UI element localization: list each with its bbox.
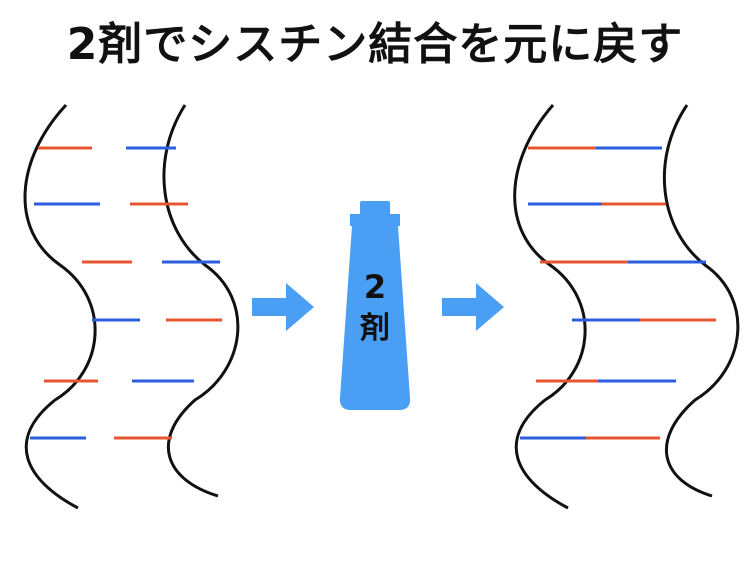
right-strand-outer — [513, 104, 587, 510]
left-strand-inner — [162, 104, 240, 498]
agent-tube: 2 剤 — [339, 201, 411, 410]
tube-label-line1: 2 — [364, 268, 386, 306]
broken-bond-strands — [23, 103, 240, 510]
arrow-to-result — [442, 283, 504, 331]
page-title: 2剤でシスチン結合を元に戻す — [66, 19, 684, 70]
left-bond-group — [30, 146, 222, 440]
right-strand-inner — [662, 104, 740, 498]
tube-label-line2: 剤 — [359, 311, 390, 346]
arrow-to-agent — [252, 283, 314, 331]
left-strand-outer — [23, 103, 97, 510]
restored-bond-strands — [513, 104, 740, 510]
right-bond-group — [520, 146, 716, 440]
